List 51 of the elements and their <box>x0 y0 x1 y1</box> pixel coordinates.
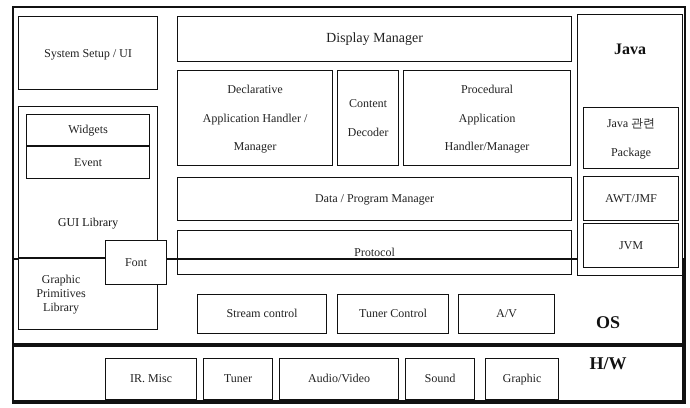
module-label: Graphic Primitives Library <box>35 273 87 315</box>
module-box <box>18 16 158 90</box>
module-label: Procedural Application Handler/Manager <box>444 80 530 156</box>
module-box <box>458 294 555 334</box>
module-label: A/V <box>496 307 517 321</box>
module-label: System Setup / UI <box>44 44 132 62</box>
module-label: Widgets <box>68 123 108 137</box>
module-label: IR. Misc <box>130 372 172 386</box>
module-box <box>337 294 449 334</box>
module-label: Sound <box>424 372 456 386</box>
module-box <box>177 230 572 275</box>
module-box <box>177 70 333 166</box>
module-label: Data / Program Manager <box>315 192 434 206</box>
layer-label: OS <box>594 312 621 333</box>
module-box <box>583 223 679 268</box>
module-box <box>177 177 572 221</box>
module-label: Event <box>74 156 102 170</box>
module-box <box>105 358 197 400</box>
module-box <box>105 240 167 285</box>
module-label: Protocol <box>354 246 395 260</box>
module-box <box>279 358 399 400</box>
module-label: Display Manager <box>326 30 423 48</box>
module-box <box>485 358 559 400</box>
module-label: AWT/JMF <box>605 192 657 206</box>
module-label: Tuner <box>224 372 252 386</box>
module-box <box>197 294 327 334</box>
module-label: Tuner Control <box>359 307 427 321</box>
module-box <box>337 70 399 166</box>
library-box <box>18 106 158 258</box>
os-layer <box>12 258 684 345</box>
module-box <box>583 176 679 221</box>
module-label: Audio/Video <box>308 372 370 386</box>
layer-label: H/W <box>588 353 628 374</box>
module-box <box>26 114 150 146</box>
module-box <box>26 146 150 179</box>
module-box <box>203 358 273 400</box>
module-label: Graphic <box>502 372 542 386</box>
layer-label: GUI Library <box>56 215 120 230</box>
module-box <box>405 358 475 400</box>
module-box <box>177 16 572 62</box>
layer-label: Java <box>613 41 647 59</box>
module-label: Declarative Application Handler / Manager <box>202 80 308 156</box>
module-box <box>403 70 571 166</box>
module-box <box>583 107 679 169</box>
java-panel <box>577 14 683 276</box>
module-label: Content Decoder <box>346 95 390 141</box>
hw-layer <box>12 345 684 402</box>
module-label: Font <box>124 256 147 270</box>
module-label: Stream control <box>226 307 298 321</box>
module-label: JVM <box>618 238 643 252</box>
module-label: Java 관련 Package <box>606 115 656 161</box>
